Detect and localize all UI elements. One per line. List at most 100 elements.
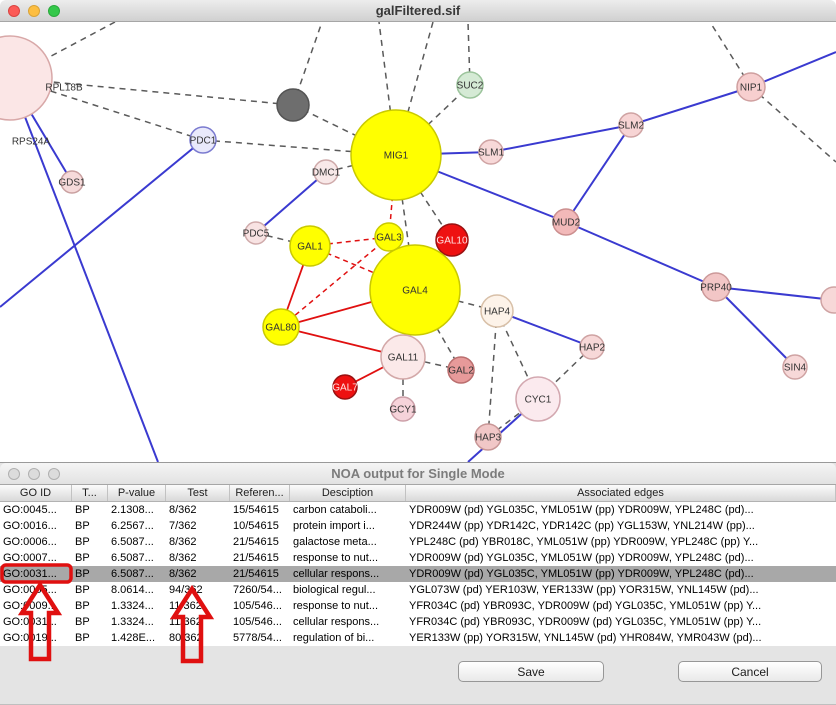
node-gal80[interactable] [262,308,300,346]
edge-rpl18b-dark[interactable] [9,77,294,106]
node-label-gal11: GAL11 [388,353,419,364]
node-hap4[interactable] [480,294,514,328]
column-header-3[interactable]: Test [166,485,230,501]
node-hap2[interactable] [579,334,605,360]
edge-dark-mig1[interactable] [292,104,397,156]
network-graph[interactable]: RPL18BRPS24AGDS1PDC1MIG1SUC2SLM1SLM2NIP1… [0,22,836,462]
edge-hap4-hap2[interactable] [496,310,593,348]
node-gal7[interactable] [332,374,358,400]
node-pdc1[interactable] [189,126,217,154]
node-label-hap2: HAP2 [579,343,606,354]
cell: 105/546... [233,616,282,628]
node-label-gcy1: GCY1 [389,405,417,416]
minimize-button[interactable] [28,5,40,17]
edge-dmc1-pdc5[interactable] [255,171,327,234]
node-gal2[interactable] [447,356,475,384]
cell: protein import i... [293,520,375,532]
column-header-6[interactable]: Associated edges [406,485,836,501]
node-label-gal10: GAL10 [436,236,468,247]
cell: YFR034C (pd) YBR093C, YDR009W (pd) YGL03… [409,600,762,612]
edge-slm1-slm2[interactable] [490,124,632,153]
zoom-button[interactable] [48,5,60,17]
cell: 10/54615 [233,520,279,532]
column-header-2[interactable]: P-value [108,485,166,501]
node-gal3[interactable] [374,222,404,252]
edge-mud2-slm2[interactable] [565,124,632,223]
node-mud2[interactable] [552,208,580,236]
node-gal11[interactable] [380,334,426,380]
node-rpl18b[interactable] [0,35,53,121]
cell: 80/362 [169,632,203,644]
cell: galactose meta... [293,536,377,548]
node-label-prp40: PRP40 [700,283,732,294]
cancel-button[interactable]: Cancel [678,661,822,682]
edge-prp40-right_node[interactable] [715,286,835,301]
cell: YDR009W (pd) YGL035C, YML051W (pp) YDR00… [409,552,754,564]
cell: YER133W (pp) YOR315W, YNL145W (pd) YHR08… [409,632,762,644]
node-suc2[interactable] [456,71,484,99]
node-label-gal4: GAL4 [402,286,428,297]
node-nip1[interactable] [736,72,766,102]
node-prp40[interactable] [701,272,731,302]
node-pdc5[interactable] [244,221,268,245]
column-header-1[interactable]: T... [72,485,108,501]
node-cyc1[interactable] [515,376,561,422]
node-right_node[interactable] [820,286,836,314]
node-slm2[interactable] [618,112,644,138]
traffic-lights [8,463,60,485]
cell: BP [75,536,90,548]
node-gal1[interactable] [289,225,331,267]
edge-nip1-a_right2[interactable] [750,86,836,163]
edge-rpl18b-a_bottom1[interactable] [9,77,159,462]
noa-window-titlebar[interactable]: NOA output for Single Mode [0,463,836,485]
cell: YGL073W (pd) YER103W, YER133W (pp) YOR31… [409,584,759,596]
node-gal4[interactable] [369,244,461,336]
column-header-5[interactable]: Desciption [290,485,406,501]
node-gds1[interactable] [60,170,84,194]
close-button[interactable] [8,5,20,17]
node-gal10[interactable] [435,223,469,257]
edge-mud2-prp40[interactable] [565,221,717,288]
close-button[interactable] [8,468,20,480]
node-dmc1[interactable] [313,159,339,185]
edge-nip1-a_right1[interactable] [750,51,836,88]
node-hap3[interactable] [474,423,502,451]
node-dark[interactable] [276,88,310,122]
edge-gal3-gal80[interactable] [280,236,390,328]
edge-pdc1-a_left1[interactable] [0,139,204,308]
zoom-button[interactable] [48,468,60,480]
minimize-button[interactable] [28,468,40,480]
cell: YPL248C (pd) YBR018C, YML051W (pp) YDR00… [409,536,759,548]
cell: 21/54615 [233,552,279,564]
cell: response to nut... [293,552,378,564]
save-button[interactable]: Save [458,661,604,682]
cell: 15/54615 [233,504,279,516]
node-gcy1[interactable] [390,396,416,422]
edge-hap4-hap3[interactable] [487,310,498,438]
node-mig1[interactable] [350,109,442,201]
cell: regulation of bi... [293,632,375,644]
column-header-0[interactable]: GO ID [0,485,72,501]
edge-slm2-nip1[interactable] [630,86,752,126]
node-slm1[interactable] [478,139,504,165]
node-sin4[interactable] [782,354,808,380]
cell: GO:0045... [3,504,57,516]
edge-prp40-sin4[interactable] [715,286,796,368]
node-label-mud2: MUD2 [552,218,581,229]
cell: 8/362 [169,552,197,564]
graph-window-titlebar[interactable]: galFiltered.sif [0,0,836,22]
column-header-4[interactable]: Referen... [230,485,290,501]
cell: biological regul... [293,584,376,596]
